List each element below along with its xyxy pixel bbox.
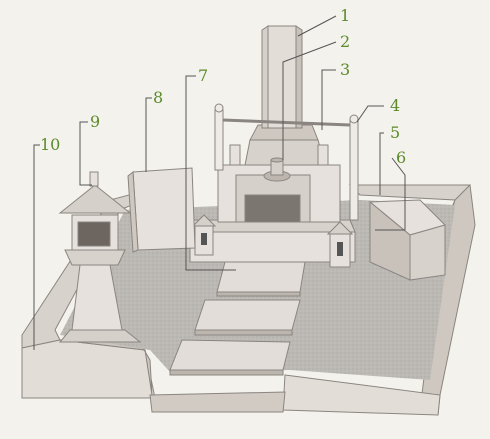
leader-lines (33, 15, 406, 350)
label-9: 9 (90, 112, 100, 131)
boundary-wall (21, 183, 476, 416)
stone-lantern (58, 171, 142, 343)
label-10: 10 (40, 135, 60, 154)
flower-vases (229, 144, 329, 166)
memorial-tablet (127, 167, 196, 253)
small-lanterns (191, 214, 354, 268)
label-1: 1 (340, 6, 350, 25)
label-6: 6 (396, 148, 406, 167)
label-3: 3 (340, 60, 350, 79)
memorial-box (368, 199, 446, 281)
monument-base (184, 219, 356, 263)
monument-body (217, 25, 341, 223)
stepping-stones (169, 261, 306, 376)
label-7: 7 (198, 66, 208, 85)
label-2: 2 (340, 32, 350, 51)
label-8: 8 (153, 88, 163, 107)
incense-holder (263, 157, 291, 182)
railing-posts (214, 103, 359, 221)
label-5: 5 (390, 123, 400, 142)
label-4: 4 (390, 96, 400, 115)
